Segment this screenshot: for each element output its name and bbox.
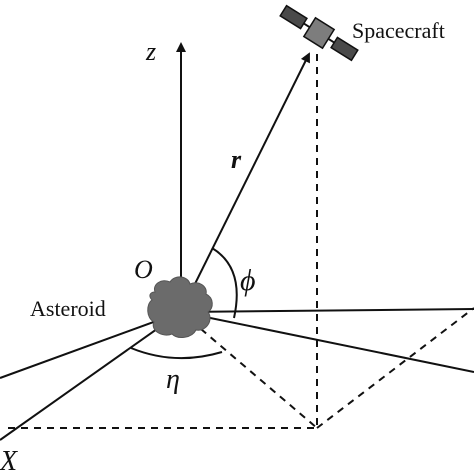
asteroid-shape (147, 276, 213, 338)
z-axis-label: z (145, 37, 156, 66)
plane-edge-left (0, 311, 182, 379)
ground-plane-right-edge (316, 307, 474, 429)
phi-angle-label: ϕ (240, 264, 256, 297)
ground-projection-line (180, 311, 318, 429)
position-vector-r (180, 52, 310, 313)
asteroid-label: Asteroid (30, 296, 106, 321)
origin-label: O (134, 255, 153, 284)
position-vector-label: r (231, 145, 242, 174)
plane-edge-right-upper (180, 308, 474, 313)
x-axis-line (0, 311, 182, 441)
satellite-icon (279, 4, 359, 62)
eta-angle-arc (130, 347, 223, 360)
x-axis-label: X (0, 446, 18, 474)
plane-edge-right-lower (180, 311, 474, 373)
phi-angle-arc (211, 247, 238, 319)
spacecraft-label: Spacecraft (352, 18, 445, 43)
eta-angle-label: η (166, 364, 180, 395)
